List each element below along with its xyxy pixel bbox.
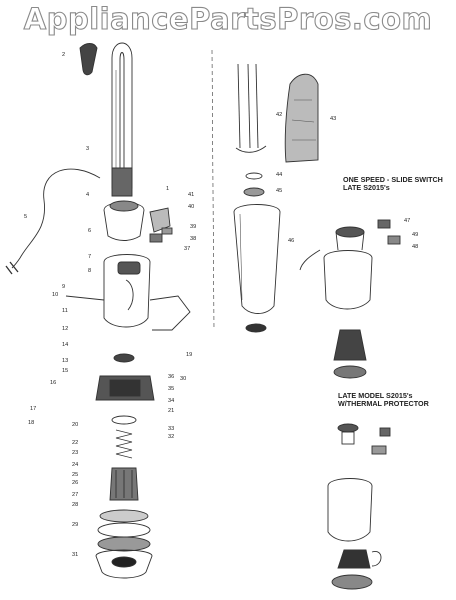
dirt-cup-part [233, 204, 281, 314]
callout-6: 6 [88, 228, 91, 234]
callout-32: 32 [168, 434, 174, 440]
base-part [95, 549, 153, 579]
callout-26: 26 [72, 480, 78, 486]
slide-switch-motor-part [323, 250, 373, 310]
caption-late-model: LATE MODEL S2015's W/THERMAL PROTECTOR [338, 392, 429, 408]
callout-13: 13 [62, 358, 68, 364]
callout-28: 28 [72, 502, 78, 508]
callout-29: 29 [72, 522, 78, 528]
callout-35: 35 [168, 386, 174, 392]
callout-46: 46 [288, 238, 294, 244]
callout-47: 47 [404, 218, 410, 224]
bearing-part [113, 353, 135, 363]
callout-48: 48 [412, 244, 418, 250]
callout-18: 18 [28, 420, 34, 426]
callout-7: 7 [88, 254, 91, 260]
handle-tube-part [111, 42, 133, 189]
callout-4: 4 [86, 192, 89, 198]
callout-3: 3 [86, 146, 89, 152]
callout-38: 38 [190, 236, 196, 242]
caption-late-model-line2: W/THERMAL PROTECTOR [338, 399, 429, 408]
motor-housing-part [103, 254, 151, 328]
callout-19: 19 [186, 352, 192, 358]
callout-39: 39 [190, 224, 196, 230]
callout-33: 33 [168, 426, 174, 432]
callout-14: 14 [62, 342, 68, 348]
callout-40: 40 [188, 204, 194, 210]
caption-late-model-line1: LATE MODEL S2015's [338, 391, 413, 400]
fan-part [99, 509, 149, 523]
hanger-rod-part [237, 63, 241, 149]
callout-9: 9 [62, 284, 65, 290]
callout-8: 8 [88, 268, 91, 274]
caption-one-speed: ONE SPEED - SLIDE SWITCH LATE S2015's [343, 176, 443, 192]
callout-27: 27 [72, 492, 78, 498]
lower-tube-part [111, 167, 133, 197]
callout-49: 49 [412, 232, 418, 238]
callout-43: 43 [330, 116, 336, 122]
callout-15: 15 [62, 368, 68, 374]
caption-one-speed-line1: ONE SPEED - SLIDE SWITCH [343, 175, 443, 184]
callout-10: 10 [52, 292, 58, 298]
callout-11: 11 [62, 308, 68, 314]
callout-37: 37 [184, 246, 190, 252]
armature-spring-part [115, 429, 133, 459]
watermark: AppliancePartsPros.com [23, 1, 433, 36]
caption-one-speed-line2: LATE S2015's [343, 183, 390, 192]
callout-16: 16 [50, 380, 56, 386]
callout-45: 45 [276, 188, 282, 194]
callout-22: 22 [72, 440, 78, 446]
fan-shroud-part [97, 536, 151, 552]
callout-42: 42 [276, 112, 282, 118]
callout-17: 17 [30, 406, 36, 412]
callout-23: 23 [72, 450, 78, 456]
callout-12: 12 [62, 326, 68, 332]
callout-36: 36 [168, 374, 174, 380]
callout-31: 31 [72, 552, 78, 558]
power-cord-part [11, 168, 101, 269]
callout-21: 21 [168, 408, 174, 414]
callout-24: 24 [72, 462, 78, 468]
callout-1: 1 [166, 186, 169, 192]
callout-30: 30 [180, 376, 186, 382]
callout-5: 5 [24, 214, 27, 220]
callout-20: 20 [72, 422, 78, 428]
callout-2: 2 [62, 52, 65, 58]
callout-44: 44 [276, 172, 282, 178]
callout-34: 34 [168, 398, 174, 404]
dust-bag-part [284, 73, 319, 163]
callout-41: 41 [188, 192, 194, 198]
callout-numbers: 1234567891011121314151617181920212223242… [24, 52, 418, 558]
handle-grip-part [79, 43, 98, 76]
thermal-motor-part [327, 478, 373, 542]
callout-25: 25 [72, 472, 78, 478]
